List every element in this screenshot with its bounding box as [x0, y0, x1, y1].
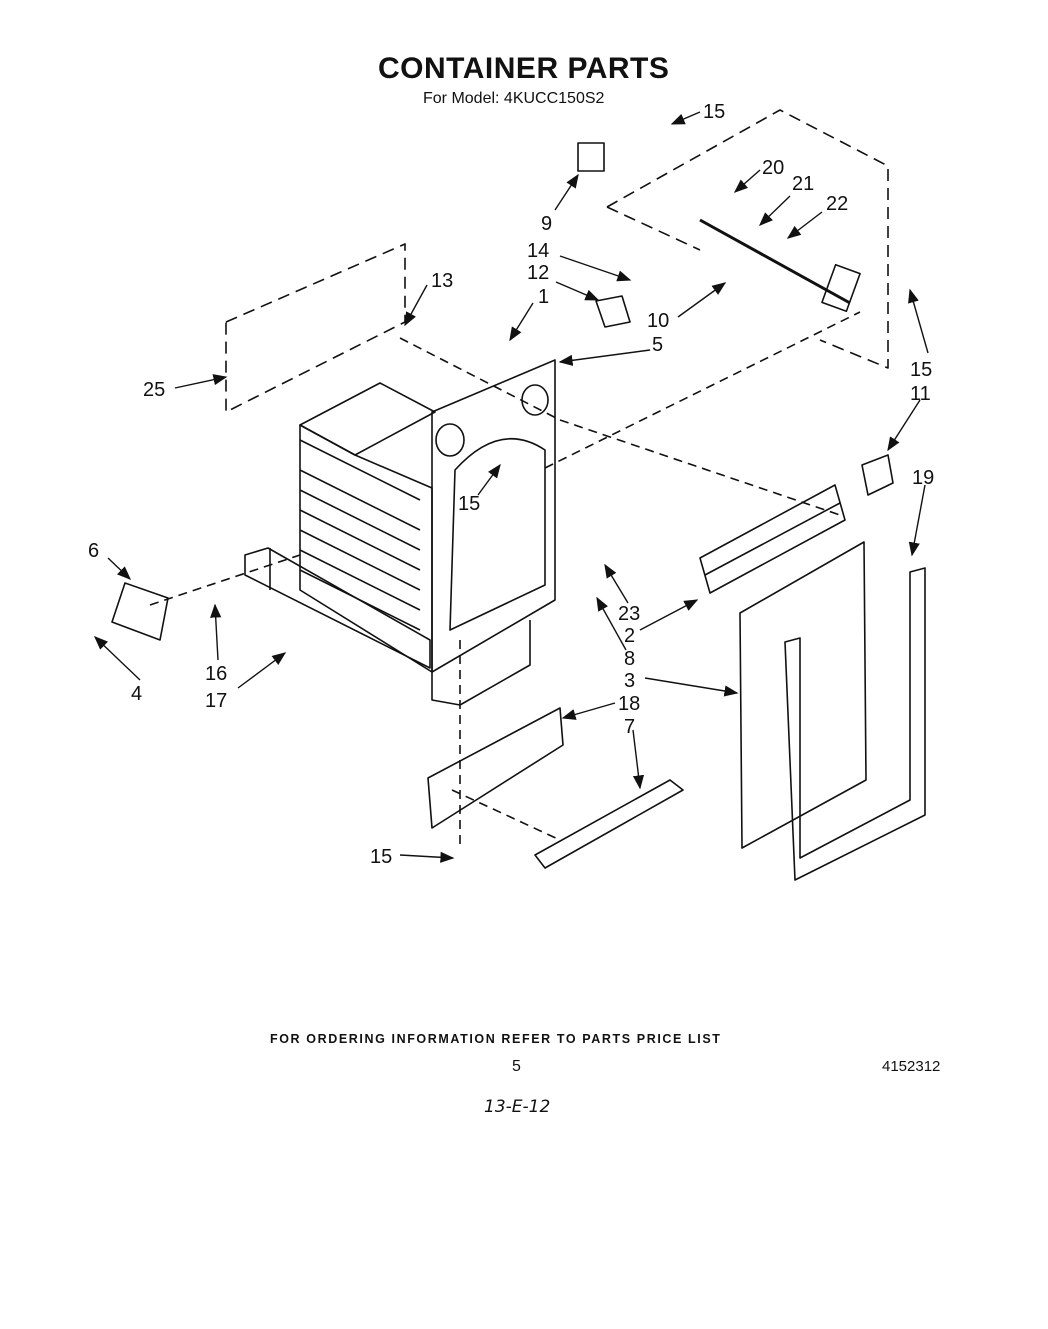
callout-1: 1: [538, 286, 549, 308]
front-trim: [534, 779, 684, 869]
callout-19: 19: [912, 467, 934, 489]
upper-hinge: [577, 142, 605, 172]
callout-22: 22: [826, 193, 848, 215]
callout-18: 18: [618, 693, 640, 715]
callout-5: 5: [652, 334, 663, 356]
callout-21: 21: [792, 173, 814, 195]
hinge-bracket: [111, 582, 169, 641]
callout-12: 12: [527, 262, 549, 284]
shelf-bracket: [427, 707, 564, 829]
callout-15: 15: [458, 493, 480, 515]
callout-14: 14: [527, 240, 549, 262]
channel-bar: [699, 484, 846, 594]
door-frame: [784, 567, 926, 881]
panel-outline: [225, 243, 406, 413]
callout-8: 8: [624, 648, 635, 670]
handwritten-note: 13-E-12: [484, 1097, 551, 1117]
callout-15: 15: [910, 359, 932, 381]
callout-2: 2: [624, 625, 635, 647]
callout-10: 10: [647, 310, 669, 332]
container-body: [299, 359, 556, 706]
callout-23: 23: [618, 603, 640, 625]
callout-9: 9: [541, 213, 552, 235]
callout-16: 16: [205, 663, 227, 685]
page-title: CONTAINER PARTS: [378, 52, 670, 85]
callout-4: 4: [131, 683, 142, 705]
model-subtitle: For Model: 4KUCC150S2: [423, 90, 605, 107]
callout-20: 20: [762, 157, 784, 179]
page-number: 5: [512, 1058, 521, 1075]
callout-7: 7: [624, 716, 635, 738]
ordering-info-footer: FOR ORDERING INFORMATION REFER TO PARTS …: [270, 1032, 722, 1046]
callout-15: 15: [703, 101, 725, 123]
callout-3: 3: [624, 670, 635, 692]
side-rail: [244, 547, 431, 669]
callout-15: 15: [370, 846, 392, 868]
latch-keeper: [861, 454, 894, 496]
callout-25: 25: [143, 379, 165, 401]
door-panel: [739, 541, 867, 849]
callout-17: 17: [205, 690, 227, 712]
callout-11: 11: [910, 383, 931, 405]
callout-6: 6: [88, 540, 99, 562]
callout-13: 13: [431, 270, 453, 292]
document-number: 4152312: [882, 1058, 941, 1075]
